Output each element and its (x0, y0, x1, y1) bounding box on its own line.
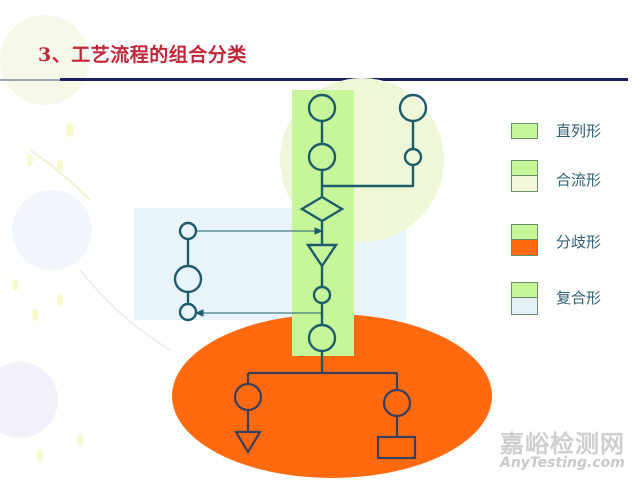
watermark-en: AnyTesting.com (500, 455, 625, 471)
arrow-head-icon (314, 227, 324, 235)
node-rectangle (376, 435, 417, 460)
legend-label: 复合形 (556, 289, 602, 307)
slide-title: 3、工艺流程的组合分类 (38, 44, 247, 66)
arrow-head-icon (194, 309, 204, 317)
legend-swatch (511, 160, 538, 192)
title-rule-left (0, 79, 60, 81)
legend-label: 合流形 (556, 171, 602, 189)
title-rule (60, 78, 628, 81)
watermark-cn: 嘉峪检测网 (500, 430, 625, 458)
node-triangle (305, 243, 339, 269)
legend-swatch (511, 224, 538, 256)
node-triangle (234, 430, 262, 455)
node-small-circle (178, 302, 198, 322)
watermark: 嘉峪检测网 AnyTesting.com (500, 424, 640, 471)
legend-label: 分歧形 (556, 233, 602, 251)
legend-swatch (511, 123, 538, 139)
legend-label: 直列形 (556, 122, 602, 140)
legend-swatch (511, 282, 538, 315)
